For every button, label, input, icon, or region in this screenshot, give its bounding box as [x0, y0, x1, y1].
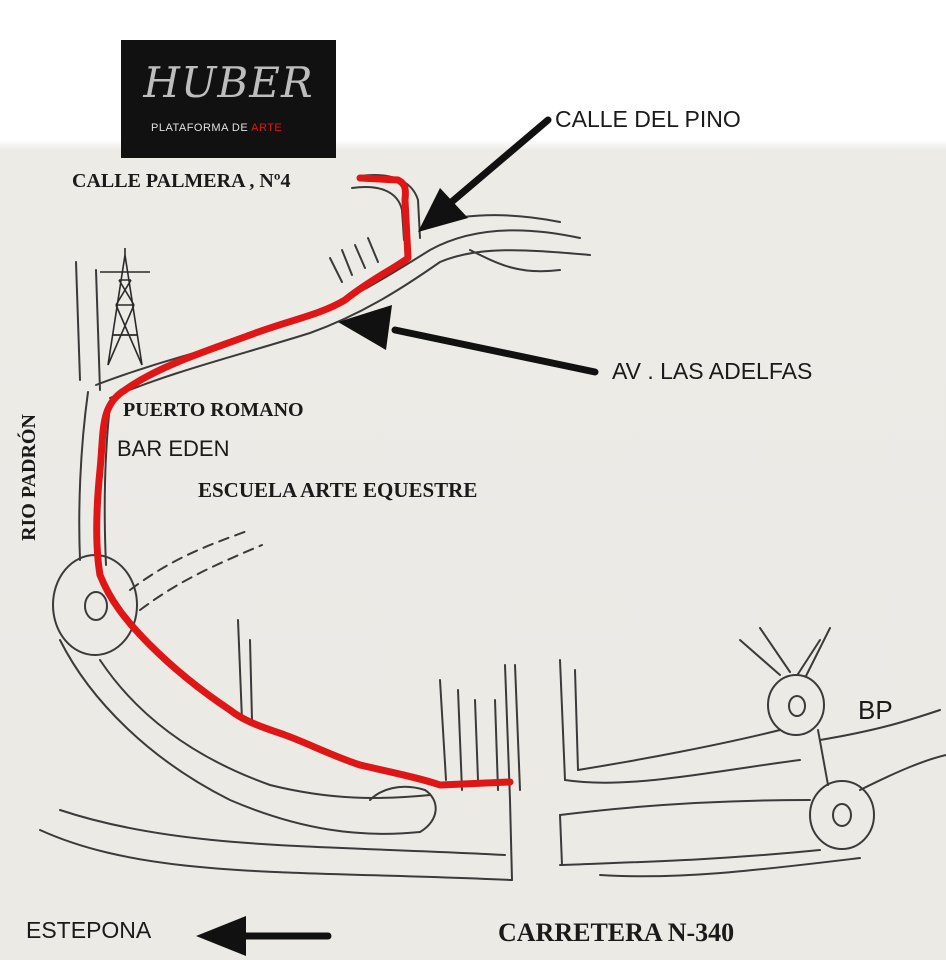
- tower-icon: [100, 248, 150, 366]
- dashed-road-1: [129, 529, 251, 591]
- roundabout-west-center: [84, 591, 108, 621]
- carretera-west-2: [59, 809, 506, 856]
- road-access-6: [514, 664, 521, 791]
- route-path: [93, 174, 514, 789]
- road-spur: [469, 249, 561, 273]
- east-road-5: [599, 857, 861, 878]
- east-road-2: [564, 759, 801, 784]
- label-carretera: CARRETERA N-340: [498, 918, 735, 947]
- east-road-3: [559, 799, 821, 866]
- logo-subtitle-accent: ARTE: [251, 122, 283, 134]
- east-vertical: [559, 659, 579, 781]
- road-west-curve-outer: [78, 391, 89, 561]
- roundabout-east-center: [832, 803, 852, 827]
- road-south-arc-inner: [99, 659, 431, 799]
- road-palmera-inner: [351, 186, 405, 241]
- road-palmera: [359, 174, 421, 239]
- dashed-road-2: [139, 544, 263, 611]
- direction-arrows: [196, 116, 599, 956]
- roundabout-link: [817, 729, 829, 786]
- label-calle-palmera: CALLE PALMERA , Nº4: [72, 170, 291, 192]
- road-south-arc-outer: [59, 639, 421, 835]
- east-exits: [819, 709, 946, 791]
- label-escuela: ESCUELA ARTE EQUESTRE: [198, 478, 478, 502]
- arrow-av-las-adelfas: [391, 326, 599, 376]
- arrow-calle-del-pino: [444, 116, 552, 209]
- road-access-1: [237, 619, 243, 721]
- label-av-las-adelfas: AV . LAS ADELFAS: [612, 358, 813, 384]
- road-access-2: [249, 639, 253, 721]
- label-bar-eden: BAR EDEN: [117, 436, 230, 461]
- label-estepona: ESTEPONA: [26, 917, 152, 943]
- label-rio-padron: RIO PADRÓN: [17, 414, 40, 541]
- road-access-3: [439, 679, 463, 791]
- label-puerto-romano: PUERTO ROMANO: [123, 399, 304, 421]
- logo-subtitle: PLATAFORMA DE ARTE: [151, 122, 282, 134]
- road-west-curve-inner: [103, 404, 111, 566]
- label-calle-del-pino: CALLE DEL PINO: [555, 106, 741, 132]
- roundabout-bp: [767, 674, 825, 736]
- roundabout-east: [809, 780, 875, 850]
- label-bp: BP: [858, 695, 893, 725]
- roundabout-bp-center: [788, 695, 806, 717]
- road-west-1: [75, 261, 81, 381]
- east-road-4: [559, 814, 563, 866]
- road-south-hook: [369, 785, 437, 833]
- road-network: [39, 174, 946, 881]
- logo-subtitle-text: PLATAFORMA DE: [151, 122, 249, 134]
- road-access-4: [474, 699, 499, 791]
- road-adelfas-lower: [109, 249, 591, 399]
- road-access-5: [504, 664, 513, 881]
- road-ticks: [329, 237, 379, 283]
- logo-mark: HUBER: [143, 58, 314, 107]
- carretera-west: [39, 829, 513, 881]
- road-west-2: [95, 269, 101, 391]
- roundabout-west: [52, 554, 138, 656]
- east-road-1: [577, 729, 781, 771]
- bp-branches: [739, 627, 831, 677]
- huber-logo: HUBER PLATAFORMA DE ARTE: [121, 40, 336, 158]
